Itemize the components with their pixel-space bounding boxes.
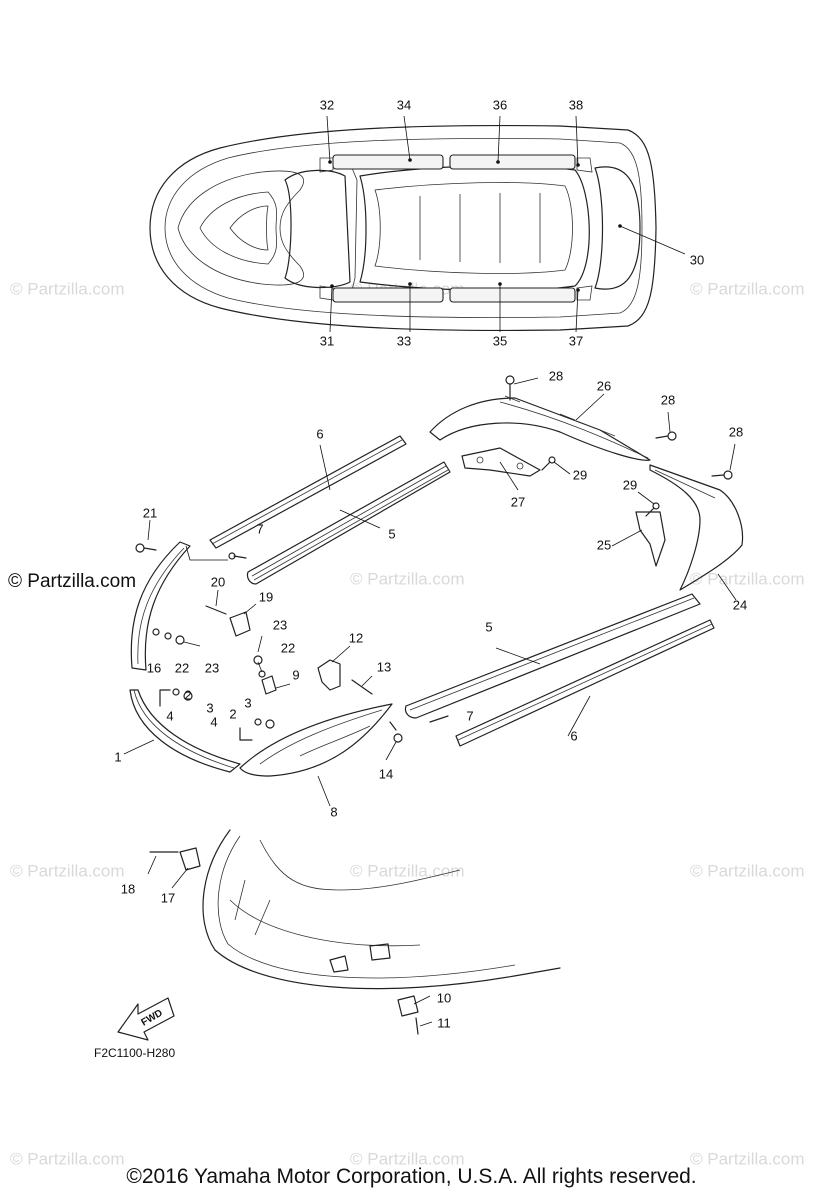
callout-6: 6 <box>316 426 323 441</box>
exploded-parts <box>129 395 744 1017</box>
callout-32: 32 <box>320 97 334 112</box>
fwd-arrow: FWD <box>117 997 175 1041</box>
callout-34: 34 <box>397 97 411 112</box>
callout-5: 5 <box>388 526 395 541</box>
watermarks: © Partzilla.com © Partzilla.com © Partzi… <box>8 279 805 1168</box>
callout-27: 27 <box>511 494 525 509</box>
callout-36: 36 <box>493 97 507 112</box>
callout-11: 11 <box>437 1015 451 1030</box>
callout-3: 3 <box>206 700 213 715</box>
callout-29: 29 <box>623 477 637 492</box>
callout-33: 33 <box>397 333 411 348</box>
callout-6: 6 <box>570 728 577 743</box>
callout-22: 22 <box>175 660 189 675</box>
callout-37: 37 <box>569 333 583 348</box>
callout-24: 24 <box>733 597 747 612</box>
callout-2: 2 <box>229 706 236 721</box>
copyright-notice: ©2016 Yamaha Motor Corporation, U.S.A. A… <box>126 1165 697 1188</box>
callout-22: 22 <box>281 640 295 655</box>
callout-30: 30 <box>690 252 704 267</box>
callout-21: 21 <box>143 505 157 520</box>
callout-18: 18 <box>121 881 135 896</box>
callout-4: 4 <box>166 708 173 723</box>
watermark-text: © Partzilla.com <box>690 1149 805 1168</box>
watermark-text: © Partzilla.com <box>690 861 805 880</box>
callout-3: 3 <box>244 695 251 710</box>
callout-23: 23 <box>205 660 219 675</box>
callout-7: 7 <box>256 521 263 536</box>
watermark-dark: © Partzilla.com <box>8 571 136 592</box>
callout-14: 14 <box>379 766 393 781</box>
callout-17: 17 <box>161 890 175 905</box>
diagram-code: F2C1100-H280 <box>94 1046 175 1060</box>
callout-35: 35 <box>493 333 507 348</box>
watermark-text: © Partzilla.com <box>690 569 805 588</box>
hull-top-view <box>149 124 657 332</box>
callout-38: 38 <box>569 97 583 112</box>
watermark-text: © Partzilla.com <box>10 861 125 880</box>
callout-2: 2 <box>184 687 191 702</box>
callout-20: 20 <box>211 574 225 589</box>
fasteners <box>135 375 733 1035</box>
watermark-text: © Partzilla.com <box>350 1149 465 1168</box>
callout-10: 10 <box>437 990 451 1005</box>
watermark-text: © Partzilla.com <box>10 279 125 298</box>
top-view-leaders <box>326 115 686 333</box>
callout-23: 23 <box>273 617 287 632</box>
callout-5: 5 <box>485 619 492 634</box>
callout-8: 8 <box>330 804 337 819</box>
part-leaders <box>123 377 737 1027</box>
callout-12: 12 <box>349 630 363 645</box>
callout-28: 28 <box>549 368 563 383</box>
callout-29: 29 <box>573 467 587 482</box>
watermark-text: © Partzilla.com <box>350 569 465 588</box>
callout-25: 25 <box>597 537 611 552</box>
watermark-text: © Partzilla.com <box>350 861 465 880</box>
callout-1: 1 <box>114 749 121 764</box>
watermark-text: © Partzilla.com <box>10 1149 125 1168</box>
callout-28: 28 <box>661 392 675 407</box>
callouts: 32 34 36 38 30 31 33 35 37 28 26 28 28 6… <box>114 97 747 1030</box>
callout-13: 13 <box>377 659 391 674</box>
callout-16: 16 <box>147 660 161 675</box>
callout-28: 28 <box>729 424 743 439</box>
watermark-text: © Partzilla.com <box>690 279 805 298</box>
callout-31: 31 <box>320 333 334 348</box>
callout-26: 26 <box>597 378 611 393</box>
callout-7: 7 <box>466 708 473 723</box>
callout-9: 9 <box>292 667 299 682</box>
callout-4: 4 <box>210 714 217 729</box>
callout-19: 19 <box>259 589 273 604</box>
